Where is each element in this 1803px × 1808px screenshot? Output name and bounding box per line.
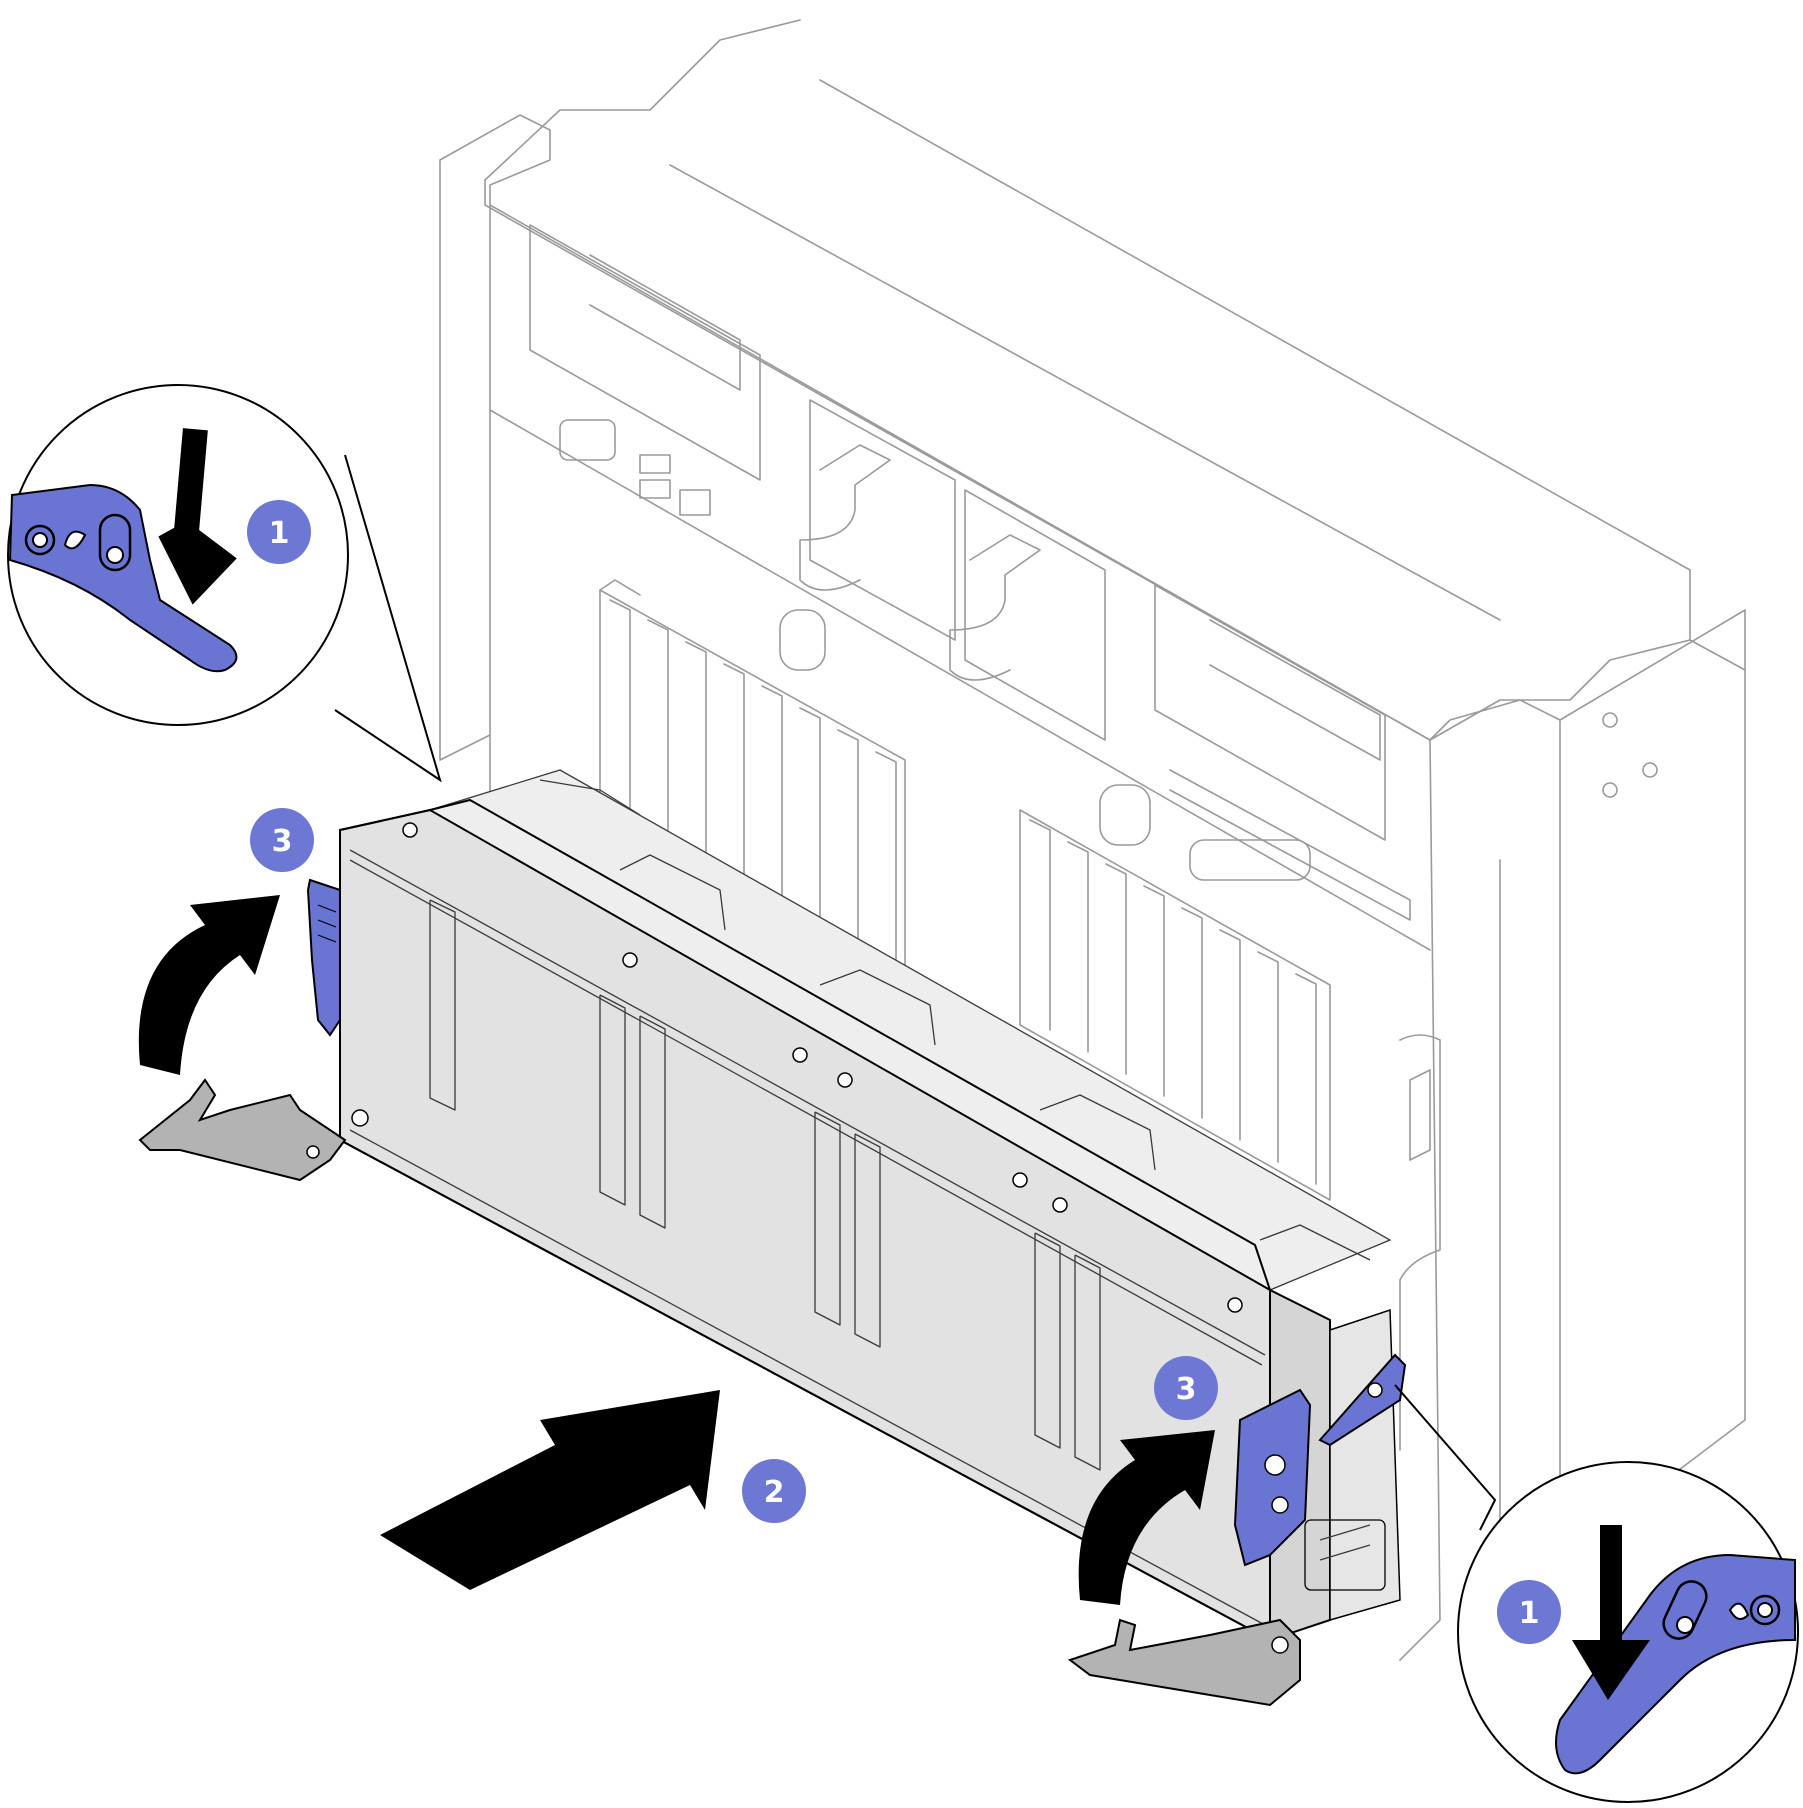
svg-text:1: 1	[1519, 1596, 1540, 1631]
step-callout-1-left: 1	[247, 500, 311, 564]
right-release-latch[interactable]	[1233, 1353, 1407, 1567]
svg-text:3: 3	[272, 824, 293, 859]
left-rotate-arrow-icon	[138, 895, 280, 1075]
svg-text:2: 2	[764, 1475, 785, 1510]
press-arrow-right-icon	[1572, 1525, 1650, 1700]
right-zoom-inset	[1394, 1384, 1799, 1803]
step-callout-2: 2	[742, 1459, 806, 1523]
right-bracket	[1067, 1618, 1301, 1707]
left-release-latch[interactable]	[306, 878, 341, 1037]
svg-text:1: 1	[269, 516, 290, 551]
left-zoom-inset	[7, 384, 442, 783]
server-chassis	[439, 19, 1746, 1661]
right-rotate-arrow-icon	[1078, 1430, 1215, 1605]
push-arrow-icon	[380, 1390, 720, 1590]
left-bracket	[138, 1078, 347, 1182]
step-callout-3-left: 3	[250, 808, 314, 872]
press-arrow-left-icon	[158, 428, 237, 605]
svg-text:3: 3	[1176, 1372, 1197, 1407]
step-callout-3-right: 3	[1154, 1356, 1218, 1420]
step-callout-1-right: 1	[1497, 1580, 1561, 1644]
